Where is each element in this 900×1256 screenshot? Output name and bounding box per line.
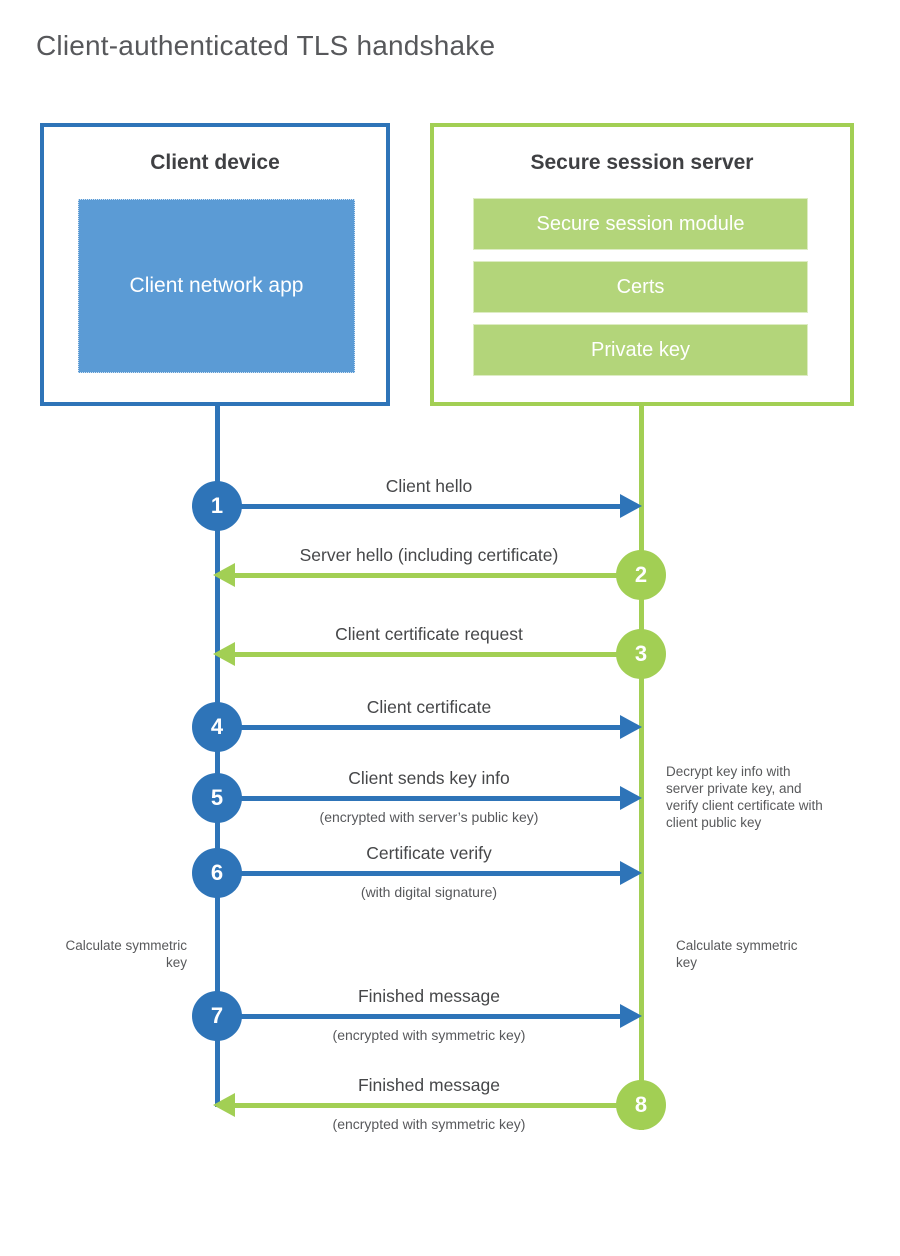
step-5-circle: 5 — [192, 773, 242, 823]
step-3-arrow-line — [233, 652, 641, 657]
step-4-label: Client certificate — [366, 697, 492, 717]
client-device-heading: Client device — [150, 151, 280, 174]
step-7-circle: 7 — [192, 991, 242, 1041]
step-2-circle: 2 — [616, 550, 666, 600]
server-modules-list: Secure session module Certs Private key — [473, 198, 808, 387]
client-network-app-label: Client network app — [129, 273, 304, 297]
step-6-circle: 6 — [192, 848, 242, 898]
step-3-label: Client certificate request — [335, 624, 523, 644]
step-4-circle: 4 — [192, 702, 242, 752]
step-2-arrowhead-icon — [213, 563, 235, 587]
page-title: Client-authenticated TLS handshake — [36, 30, 496, 61]
step-6-arrow-line — [217, 871, 622, 876]
step-4-arrow-line — [217, 725, 622, 730]
decrypt-key-note: Decrypt key info with server private key… — [666, 764, 823, 830]
secure-session-server-heading: Secure session server — [530, 151, 754, 174]
step-2-arrow-line — [233, 573, 641, 578]
step-3-arrowhead-icon — [213, 642, 235, 666]
step-5-sublabel: (encrypted with server’s public key) — [319, 809, 539, 825]
server-module-private-key: Private key — [473, 324, 808, 376]
calculate-symmetric-key-note-server: Calculate symmetric key — [676, 938, 798, 970]
step-1-label: Client hello — [385, 476, 473, 496]
client-device-box: Client device Client network app — [40, 123, 390, 406]
step-8-label: Finished message — [357, 1075, 501, 1095]
step-6-label: Certificate verify — [366, 843, 492, 863]
step-8-arrow-line — [233, 1103, 641, 1108]
secure-session-server-box: Secure session server Secure session mod… — [430, 123, 854, 406]
step-7-arrowhead-icon — [620, 1004, 642, 1028]
calculate-symmetric-key-note-client: Calculate symmetric key — [65, 938, 187, 970]
step-1-circle: 1 — [192, 481, 242, 531]
client-lifeline — [215, 406, 220, 1107]
step-8-arrowhead-icon — [213, 1093, 235, 1117]
step-7-sublabel: (encrypted with symmetric key) — [332, 1027, 526, 1043]
step-5-label: Client sends key info — [348, 768, 510, 788]
step-1-arrowhead-icon — [620, 494, 642, 518]
step-8-circle: 8 — [616, 1080, 666, 1130]
step-6-arrowhead-icon — [620, 861, 642, 885]
step-4-arrowhead-icon — [620, 715, 642, 739]
step-8-sublabel: (encrypted with symmetric key) — [332, 1116, 526, 1132]
step-7-arrow-line — [217, 1014, 622, 1019]
step-5-arrow-line — [217, 796, 622, 801]
server-module-secure-session: Secure session module — [473, 198, 808, 250]
step-2-label: Server hello (including certificate) — [299, 545, 559, 565]
server-lifeline — [639, 406, 644, 1130]
step-7-label: Finished message — [357, 986, 501, 1006]
server-module-certs: Certs — [473, 261, 808, 313]
client-network-app-box: Client network app — [78, 199, 355, 373]
step-5-arrowhead-icon — [620, 786, 642, 810]
step-3-circle: 3 — [616, 629, 666, 679]
step-6-sublabel: (with digital signature) — [360, 884, 498, 900]
step-1-arrow-line — [217, 504, 622, 509]
